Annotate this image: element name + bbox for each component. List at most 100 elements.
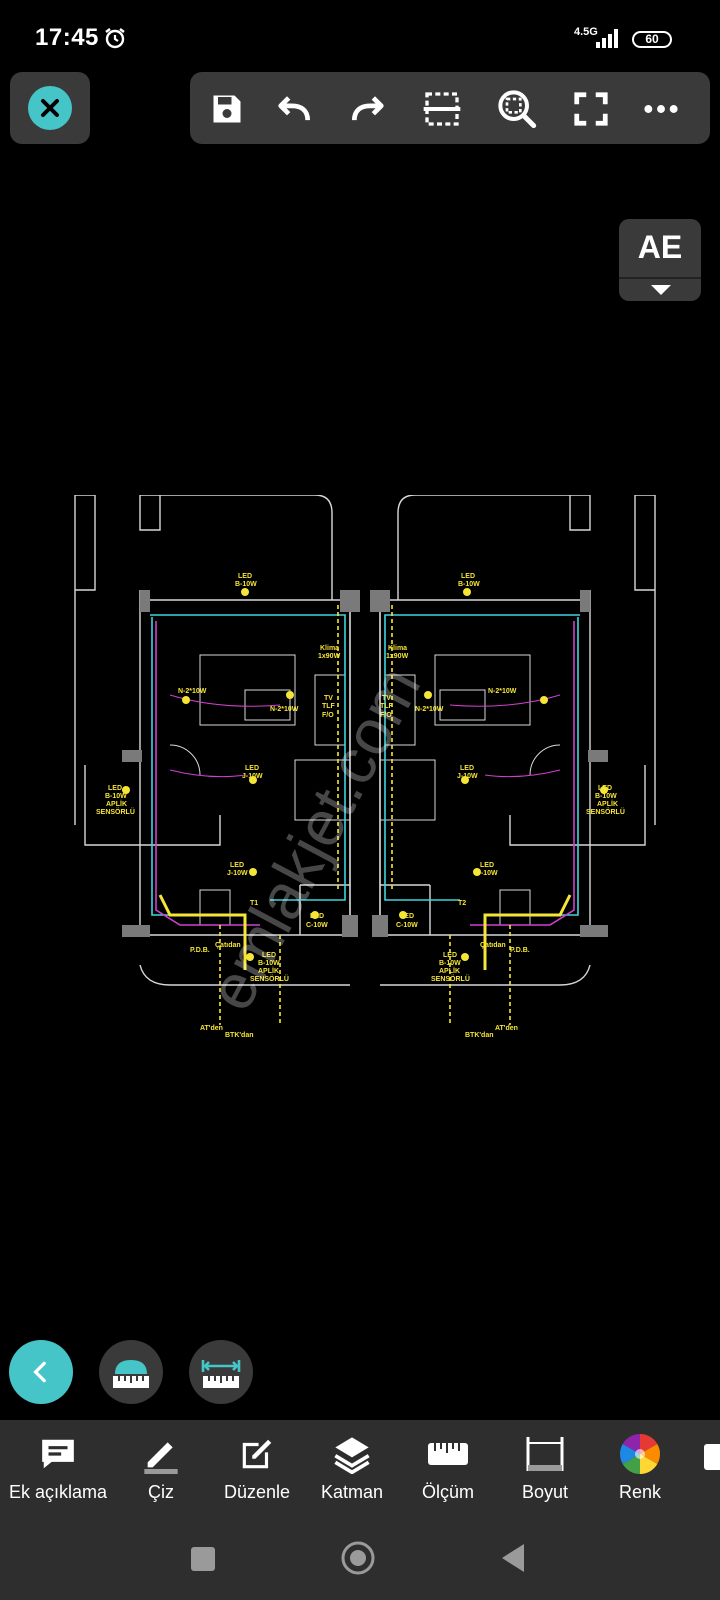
label-n2x10w-3: N-2*10W [415, 706, 444, 713]
label-atden-1: AT'den [200, 1025, 223, 1032]
menu-edit[interactable]: Düzenle [217, 1432, 297, 1503]
wall-columns [122, 590, 608, 937]
home-button[interactable] [340, 1540, 376, 1581]
label-sensorlu-2: SENSÖRLÜ [586, 807, 625, 816]
distance-measure-icon [201, 1360, 241, 1388]
label-catidan-2: Çatıdan [480, 942, 506, 949]
zoom-region-button[interactable] [496, 88, 538, 130]
label-led-5: LED [108, 785, 122, 792]
system-nav-bar [0, 1520, 720, 1600]
menu-annotation-label: Ek açıklama [8, 1482, 108, 1502]
label-sensorlu-3: SENSÖRLÜ [250, 974, 289, 983]
battery-indicator: 60 [632, 31, 672, 48]
save-button[interactable] [206, 88, 248, 130]
label-btkdan-1: BTK'dan [225, 1032, 254, 1039]
label-b10w-4: B-10W [595, 793, 617, 800]
label-klima-1: Klima [320, 645, 339, 652]
text-style-button[interactable]: AE [619, 219, 701, 301]
menu-layers[interactable]: Katman [310, 1432, 394, 1503]
dimension-icon [526, 1437, 564, 1471]
electric-wiring [150, 605, 580, 1025]
signal-icon [596, 28, 622, 53]
floor-plan-walls [74, 494, 656, 986]
alarm-icon [103, 26, 127, 55]
label-tlf-2: TLF [380, 703, 394, 710]
label-led-11: LED [262, 952, 276, 959]
select-region-button[interactable] [421, 88, 463, 130]
label-b10w-5: B-10W [258, 960, 280, 967]
label-klima-2: Klima [388, 645, 407, 652]
menu-draw[interactable]: Çiz [124, 1432, 198, 1503]
label-led-6: LED [598, 785, 612, 792]
label-j10w-4: J-10W [477, 870, 498, 877]
status-bar: 17:45 4.5G 60 [0, 0, 720, 80]
label-led-2: LED [461, 573, 475, 580]
undo-button[interactable] [274, 88, 316, 130]
label-atden-2: AT'den [495, 1025, 518, 1032]
label-led-3: LED [245, 765, 259, 772]
menu-layers-label: Katman [320, 1482, 384, 1502]
menu-dimension[interactable]: Boyut [505, 1432, 585, 1503]
label-aplik-4: APLİK [439, 967, 460, 975]
label-led-9: LED [310, 913, 324, 920]
bottom-menu: Ek açıklama Çiz Düzenle Katman Ölçüm Boy… [0, 1420, 720, 1520]
fullscreen-icon [574, 92, 608, 126]
area-measure-button[interactable] [99, 1340, 163, 1404]
square-icon [191, 1547, 215, 1571]
ruler-icon [428, 1443, 468, 1465]
label-j10w-1: J-10W [242, 773, 263, 780]
menu-color-label: Renk [618, 1482, 662, 1502]
label-pdb-1: P.D.B. [190, 947, 210, 954]
menu-measure-label: Ölçüm [421, 1482, 474, 1502]
label-led-1: LED [238, 573, 252, 580]
label-j10w-3: J-10W [227, 870, 248, 877]
close-panel [10, 72, 90, 144]
label-b10w-6: B-10W [439, 960, 461, 967]
text-style-label: AE [637, 229, 683, 265]
more-button[interactable] [640, 88, 682, 130]
menu-measure[interactable]: Ölçüm [410, 1432, 486, 1503]
status-time: 17:45 [35, 24, 99, 51]
label-aplik-2: APLİK [597, 800, 618, 808]
label-klima-w-1: 1x90W [318, 653, 341, 660]
fullscreen-button[interactable] [570, 88, 612, 130]
chevron-left-icon [33, 1361, 46, 1383]
label-klima-w-2: 1x90W [386, 653, 409, 660]
cad-drawing-canvas[interactable]: LED B-10W LED B-10W Klima 1x90W Klima 1x… [70, 494, 660, 1055]
menu-annotation[interactable]: Ek açıklama [6, 1432, 110, 1503]
label-fo-2: F/O [380, 712, 392, 719]
recent-apps-button[interactable] [190, 1546, 216, 1577]
comment-icon [42, 1439, 74, 1469]
label-n2x10w-2: N-2*10W [270, 706, 299, 713]
label-catidan-1: Çatıdan [215, 942, 241, 949]
area-measure-icon [113, 1360, 149, 1388]
label-tv-2: TV [382, 695, 391, 702]
label-c10w-1: C-10W [306, 922, 328, 929]
menu-edit-label: Düzenle [223, 1482, 291, 1502]
save-icon [213, 95, 241, 123]
label-aplik-1: APLİK [106, 800, 127, 808]
redo-button[interactable] [346, 88, 388, 130]
menu-color[interactable]: Renk [600, 1432, 680, 1503]
label-tv-1: TV [324, 695, 333, 702]
zoom-region-icon [498, 90, 537, 129]
select-region-icon [423, 92, 461, 126]
distance-measure-button[interactable] [189, 1340, 253, 1404]
menu-dimension-label: Boyut [521, 1482, 569, 1502]
label-fo-1: F/O [322, 712, 334, 719]
label-n2x10w-4: N-2*10W [488, 688, 517, 695]
label-btkdan-2: BTK'dan [465, 1032, 494, 1039]
edit-icon [242, 1439, 272, 1469]
more-menu-edge[interactable] [704, 1444, 720, 1470]
label-c10w-2: C-10W [396, 922, 418, 929]
dropdown-triangle-icon [651, 285, 671, 295]
close-button[interactable] [28, 86, 72, 130]
label-led-7: LED [230, 862, 244, 869]
label-t2: T2 [458, 900, 466, 907]
layers-icon [334, 1437, 370, 1474]
label-led-4: LED [460, 765, 474, 772]
system-back-button[interactable] [500, 1542, 526, 1579]
label-sensorlu-1: SENSÖRLÜ [96, 807, 135, 816]
drawing-labels: LED B-10W LED B-10W Klima 1x90W Klima 1x… [96, 573, 625, 1039]
back-button[interactable] [9, 1340, 73, 1404]
